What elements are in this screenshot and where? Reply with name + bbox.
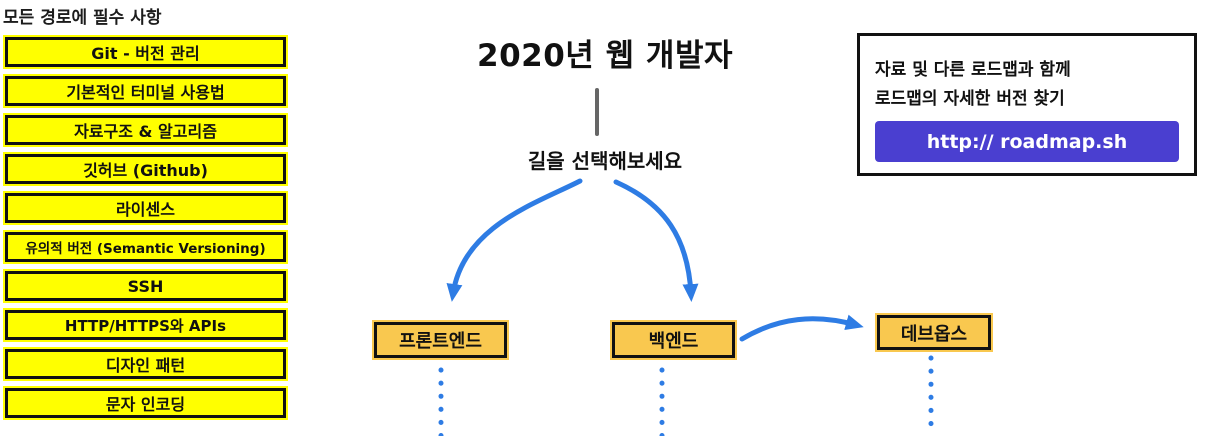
topic-terminal[interactable]: 기본적인 터미널 사용법: [3, 74, 288, 108]
page-title: 2020년 웹 개발자: [477, 38, 733, 74]
info-line-2: 로드맵의 자세한 버전 찾기: [875, 89, 1065, 109]
info-line-1: 자료 및 다른 로드맵과 함께: [875, 60, 1071, 80]
topic-ssh[interactable]: SSH: [3, 269, 288, 303]
arrow-to-devops: [739, 314, 864, 342]
topic-character-encodings[interactable]: 문자 인코딩: [3, 386, 288, 420]
path-frontend[interactable]: 프론트엔드: [372, 320, 509, 360]
pick-path-label: 길을 선택해보세요: [527, 149, 683, 173]
topic-http-apis[interactable]: HTTP/HTTPS와 APIs: [3, 308, 288, 342]
topic-licenses[interactable]: 라이센스: [3, 191, 288, 225]
roadmap-url-button[interactable]: http:// roadmap.sh: [875, 121, 1179, 162]
info-box: 자료 및 다른 로드맵과 함께 로드맵의 자세한 버전 찾기 http:// r…: [857, 33, 1197, 176]
required-topics-list: Git - 버전 관리 기본적인 터미널 사용법 자료구조 & 알고리즘 깃허브…: [3, 35, 288, 420]
topic-github[interactable]: 깃허브 (Github): [3, 152, 288, 186]
path-devops[interactable]: 데브옵스: [875, 313, 993, 352]
topic-data-structures[interactable]: 자료구조 & 알고리즘: [3, 113, 288, 147]
path-backend[interactable]: 백엔드: [610, 320, 737, 360]
arrow-to-backend: [613, 179, 699, 302]
topic-git[interactable]: Git - 버전 관리: [3, 35, 288, 69]
required-topics-title: 모든 경로에 필수 사항: [3, 8, 162, 28]
topic-semantic-versioning[interactable]: 유의적 버전 (Semantic Versioning): [3, 230, 288, 264]
arrow-to-frontend: [446, 178, 583, 302]
topic-design-patterns[interactable]: 디자인 패턴: [3, 347, 288, 381]
